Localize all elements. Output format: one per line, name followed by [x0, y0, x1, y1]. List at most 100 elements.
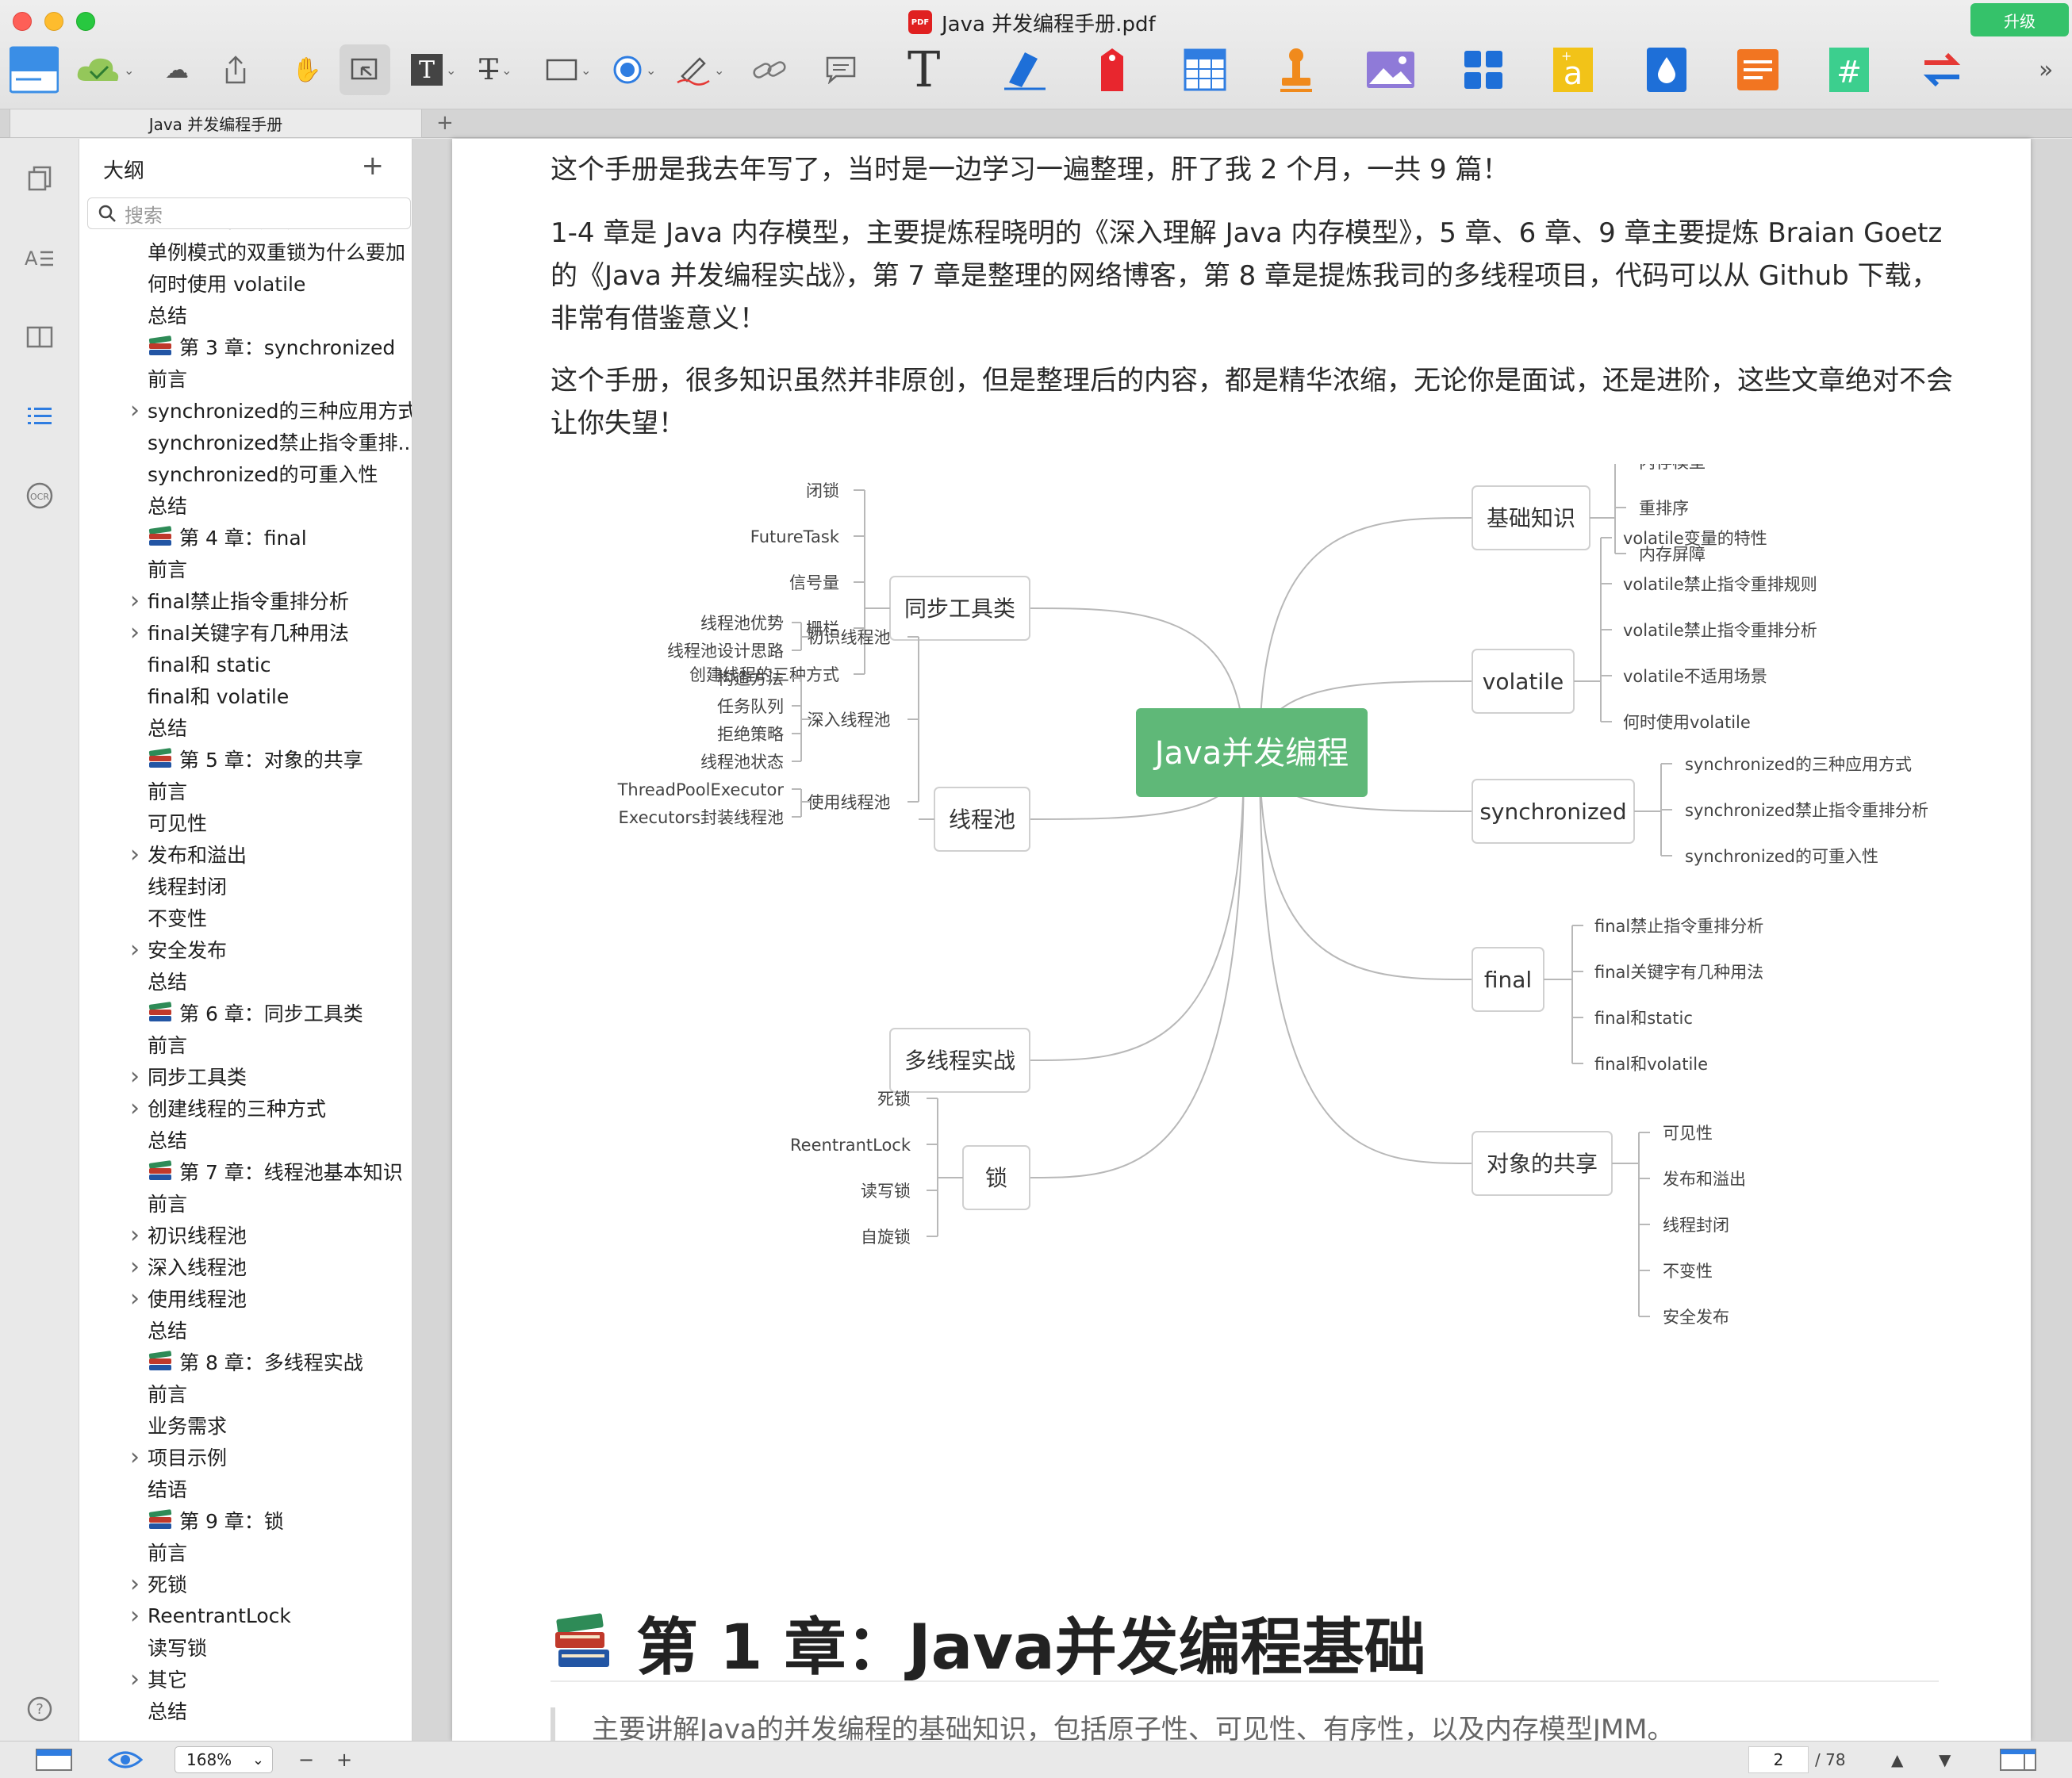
outline-chapter-item[interactable]: 第 6 章：同步工具类 — [79, 997, 412, 1029]
outline-item[interactable]: final和 volatile — [79, 680, 412, 711]
outline-chapter-item[interactable]: 第 4 章：final — [79, 521, 412, 553]
hand-tool-button[interactable]: ✋ — [292, 44, 321, 95]
outline-item[interactable]: 单例模式的双重锁为什么要加 ... — [79, 236, 412, 267]
watermark-button[interactable] — [1645, 44, 1688, 95]
comment-button[interactable] — [825, 44, 857, 95]
outline-chapter-item[interactable]: 第 5 章：对象的共享 — [79, 743, 412, 775]
add-outline-button[interactable]: + — [361, 150, 385, 182]
outline-item[interactable]: 总结 — [79, 1124, 412, 1155]
chevron-right-icon[interactable]: › — [130, 935, 140, 964]
cloud-button[interactable]: ☁ — [165, 44, 189, 95]
outline-item[interactable]: ›synchronized的三种应用方式 — [79, 394, 412, 426]
outline-item[interactable]: 总结 — [79, 711, 412, 743]
upgrade-button[interactable]: 升级 — [1970, 3, 2069, 36]
outline-chapter-item[interactable]: 第 3 章：synchronized — [79, 331, 412, 362]
chevron-right-icon[interactable]: › — [130, 1062, 140, 1090]
page-number-input[interactable]: 2 — [1748, 1746, 1809, 1773]
outline-item[interactable]: 总结 — [79, 489, 412, 521]
sync-cloud-button[interactable]: ⌄ — [76, 44, 134, 95]
maximize-window-button[interactable] — [76, 12, 95, 31]
zoom-select[interactable]: 168% ⌄ — [175, 1746, 273, 1773]
outline-chapter-item[interactable]: 第 9 章：锁 — [79, 1504, 412, 1536]
annotations-panel-button[interactable]: A — [24, 242, 56, 274]
outline-item[interactable]: 前言 — [79, 553, 412, 584]
strikethrough-button[interactable]: T⌄ — [479, 44, 512, 95]
convert-button[interactable] — [1920, 44, 1964, 95]
outline-item[interactable]: 可见性 — [79, 807, 412, 838]
outline-chapter-item[interactable]: 第 7 章：线程池基本知识 — [79, 1155, 412, 1187]
outline-item[interactable]: 前言 — [79, 1536, 412, 1568]
outline-chapter-item[interactable]: 第 8 章：多线程实战 — [79, 1346, 412, 1378]
help-button[interactable]: ? — [24, 1693, 56, 1725]
right-panel-toggle[interactable] — [1999, 1746, 2037, 1773]
outline-item[interactable]: ›安全发布 — [79, 933, 412, 965]
chevron-right-icon[interactable]: › — [130, 1665, 140, 1693]
single-page-view-button[interactable] — [35, 1746, 73, 1773]
header-footer-button[interactable] — [1736, 44, 1780, 95]
minimize-window-button[interactable] — [44, 12, 63, 31]
page-thumbnails-button[interactable] — [1463, 44, 1504, 95]
outline-item[interactable]: 线程封闭 — [79, 870, 412, 902]
more-tools-button[interactable]: » — [2039, 44, 2053, 95]
zoom-in-button[interactable]: + — [336, 1749, 353, 1771]
outline-item[interactable]: ›final禁止指令重排分析 — [79, 584, 412, 616]
chevron-right-icon[interactable]: › — [130, 1094, 140, 1122]
outline-item[interactable]: ›使用线程池 — [79, 1282, 412, 1314]
image-button[interactable] — [1366, 44, 1415, 95]
zoom-out-button[interactable]: − — [298, 1749, 315, 1771]
outline-item[interactable]: 前言 — [79, 1029, 412, 1060]
outline-item[interactable]: 前言 — [79, 1187, 412, 1219]
chevron-right-icon[interactable]: › — [130, 1569, 140, 1598]
outline-panel-button[interactable] — [24, 400, 56, 432]
chevron-right-icon[interactable]: › — [130, 840, 140, 868]
add-text-button[interactable]: T — [907, 44, 940, 95]
chevron-right-icon[interactable]: › — [130, 1601, 140, 1630]
chevron-right-icon[interactable]: › — [130, 1284, 140, 1312]
chevron-right-icon[interactable]: › — [130, 586, 140, 615]
outline-item[interactable]: 不变性 — [79, 902, 412, 933]
chevron-right-icon[interactable]: › — [130, 1443, 140, 1471]
close-window-button[interactable] — [13, 12, 32, 31]
outline-item[interactable]: 何时使用 volatile — [79, 267, 412, 299]
chevron-right-icon[interactable]: › — [130, 1252, 140, 1281]
outline-item[interactable]: 总结 — [79, 965, 412, 997]
reading-mode-button[interactable] — [108, 1746, 143, 1773]
chevron-right-icon[interactable]: › — [130, 618, 140, 646]
outline-item[interactable]: ›发布和溢出 — [79, 838, 412, 870]
outline-item[interactable]: ›项目示例 — [79, 1441, 412, 1473]
translate-button[interactable]: a+ — [1552, 44, 1594, 95]
text-tool-button[interactable]: T⌄ — [411, 44, 456, 95]
outline-item[interactable]: 总结 — [79, 1695, 412, 1726]
select-tool-button[interactable] — [340, 44, 390, 95]
chevron-right-icon[interactable]: › — [130, 1220, 140, 1249]
bates-number-button[interactable]: # — [1828, 44, 1871, 95]
outline-item[interactable]: ›ReentrantLock — [79, 1600, 412, 1631]
outline-item[interactable]: ›创建线程的三种方式 — [79, 1092, 412, 1124]
signature-button[interactable] — [1001, 44, 1047, 95]
table-button[interactable] — [1184, 44, 1226, 95]
shape-tool-button[interactable]: ⌄ — [546, 44, 591, 95]
outline-item[interactable]: ›final关键字有几种用法 — [79, 616, 412, 648]
stamp-button[interactable] — [1279, 44, 1314, 95]
color-picker-button[interactable]: ⌄ — [612, 44, 656, 95]
outline-search-input[interactable]: 搜索 — [87, 197, 411, 229]
document-tab[interactable]: Java 并发编程手册 — [10, 109, 422, 138]
new-tab-button[interactable]: + — [436, 111, 454, 135]
outline-item[interactable]: 结语 — [79, 1473, 412, 1504]
previous-page-button[interactable]: ▲ — [1891, 1746, 1903, 1773]
outline-item[interactable]: 前言 — [79, 362, 412, 394]
outline-item[interactable]: 总结 — [79, 299, 412, 331]
pen-tool-button[interactable]: ⌄ — [676, 44, 724, 95]
outline-item[interactable]: ›同步工具类 — [79, 1060, 412, 1092]
outline-item[interactable]: 总结 — [79, 1314, 412, 1346]
outline-item[interactable]: 业务需求 — [79, 1409, 412, 1441]
share-button[interactable] — [224, 44, 247, 95]
sidebar-toggle-button[interactable] — [10, 44, 59, 95]
outline-item[interactable]: ›死锁 — [79, 1568, 412, 1600]
next-page-button[interactable]: ▼ — [1939, 1746, 1951, 1773]
bookmarks-panel-button[interactable] — [24, 321, 56, 353]
tag-button[interactable] — [1095, 44, 1130, 95]
outline-item[interactable]: synchronized禁止指令重排... — [79, 426, 412, 458]
chevron-right-icon[interactable]: › — [130, 396, 140, 424]
outline-item[interactable]: 读写锁 — [79, 1631, 412, 1663]
